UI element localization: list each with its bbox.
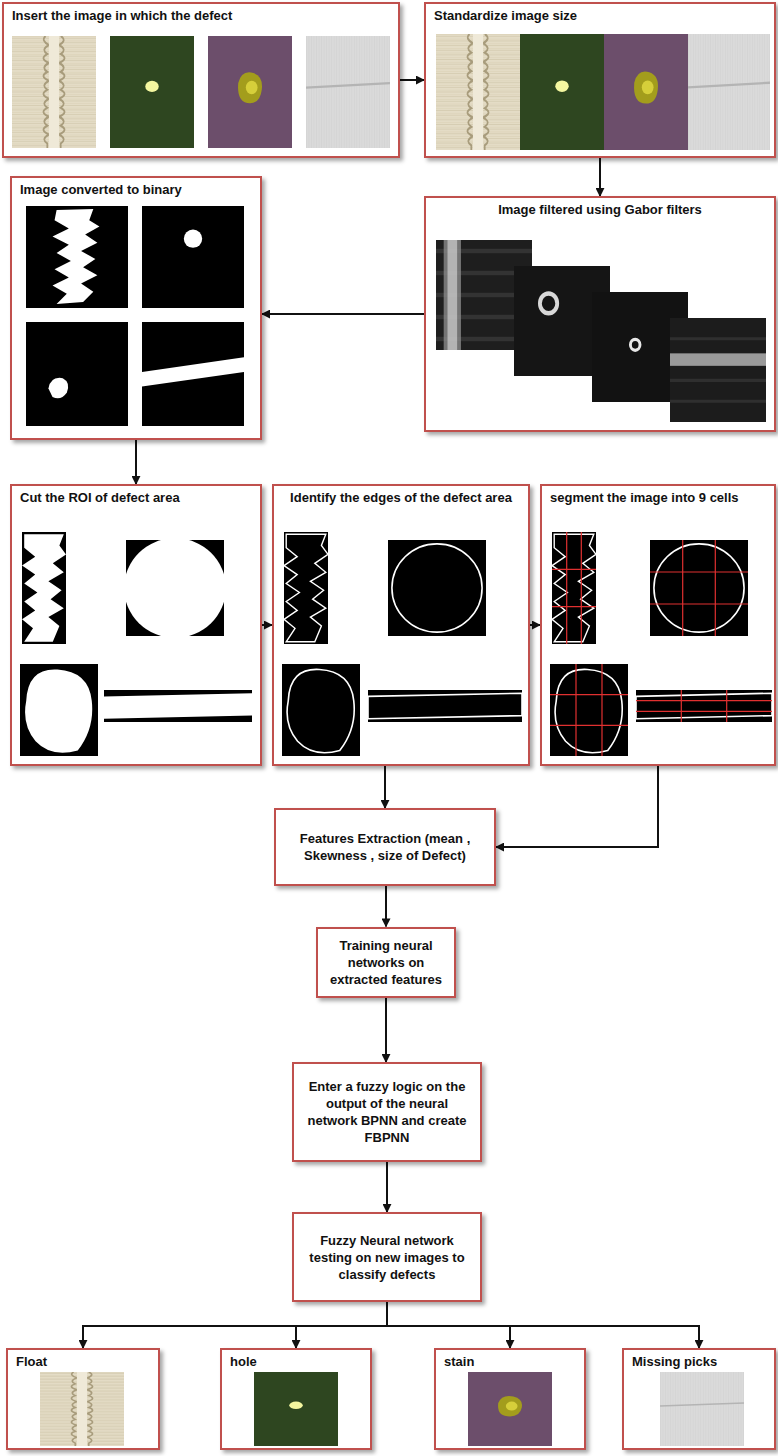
box-label: Identify the edges of the defect area [274, 486, 528, 509]
flow-arrow [296, 1302, 387, 1348]
flow-arrow [135, 440, 137, 484]
stain-thumbnail [208, 36, 292, 148]
hole-thumbnail [110, 36, 194, 148]
stage-panel: Missing picks [622, 1348, 776, 1450]
flow-arrow [83, 1302, 387, 1348]
box-label: Features Extraction (mean , Skewness , s… [276, 827, 494, 867]
flow-arrow [386, 1162, 388, 1212]
binary-image [26, 322, 128, 426]
roi-image [22, 532, 66, 644]
stain-thumbnail [468, 1372, 552, 1446]
missing-picks-thumbnail [660, 1372, 744, 1446]
float-thumbnail [40, 1372, 124, 1446]
flow-arrow [385, 998, 387, 1063]
segmented-image [550, 664, 628, 756]
box-label: Cut the ROI of defect area [12, 486, 260, 509]
box-label: Fuzzy Neural network testing on new imag… [294, 1229, 480, 1286]
box-label: Standardize image size [426, 4, 774, 27]
flow-arrow [400, 79, 424, 81]
grid-lines [550, 532, 772, 756]
flow-arrow [599, 158, 601, 196]
stage-panel: segment the image into 9 cells [540, 484, 776, 766]
stain-thumbnail [604, 34, 688, 150]
segmented-image [552, 532, 596, 644]
stage-panel: stain [434, 1348, 586, 1450]
stage-panel: Image converted to binary [10, 176, 262, 440]
stage-panel: Identify the edges of the defect area [272, 484, 530, 766]
box-label: hole [222, 1350, 370, 1373]
box-label: Image converted to binary [12, 178, 260, 201]
box-label: Image filtered using Gabor filters [426, 198, 774, 221]
binary-image [142, 322, 244, 426]
process-box: Training neural networks on extracted fe… [316, 927, 456, 998]
box-label: segment the image into 9 cells [542, 486, 774, 509]
box-label: Enter a fuzzy logic on the output of the… [294, 1075, 480, 1149]
box-label: Insert the image in which the defect [4, 4, 398, 27]
stage-panel: Float [6, 1348, 160, 1450]
box-label: Float [8, 1350, 158, 1373]
hole-thumbnail [254, 1372, 338, 1446]
process-box: Features Extraction (mean , Skewness , s… [274, 808, 496, 886]
process-box: Enter a fuzzy logic on the output of the… [292, 1062, 482, 1162]
edge-image [282, 664, 360, 756]
segmented-image [636, 690, 772, 722]
stage-panel: Insert the image in which the defect [2, 2, 400, 158]
stage-panel: Cut the ROI of defect area [10, 484, 262, 766]
flow-arrow [385, 886, 387, 927]
hole-thumbnail [520, 34, 604, 150]
flow-arrow [262, 313, 424, 315]
float-thumbnail [436, 34, 520, 150]
box-label: stain [436, 1350, 584, 1373]
box-label: Missing picks [624, 1350, 774, 1373]
roi-image [124, 538, 226, 638]
edge-image [388, 540, 486, 636]
stage-panel: Standardize image size [424, 2, 776, 158]
missing-picks-thumbnail [688, 34, 770, 150]
flow-arrow [384, 766, 386, 808]
float-thumbnail [12, 36, 96, 148]
roi-image [20, 664, 98, 756]
stage-panel: hole [220, 1348, 372, 1450]
flow-arrow [496, 766, 658, 847]
flow-arrow [262, 624, 272, 626]
gabor-image [670, 318, 766, 422]
edge-image [368, 690, 522, 722]
process-box: Fuzzy Neural network testing on new imag… [292, 1212, 482, 1302]
flow-arrow [530, 624, 540, 626]
binary-image [26, 206, 128, 308]
edge-image [284, 532, 328, 644]
box-label: Training neural networks on extracted fe… [318, 934, 454, 991]
missing-picks-thumbnail [306, 36, 390, 148]
roi-image [104, 690, 252, 722]
flow-arrow [387, 1302, 699, 1348]
segmented-image [650, 540, 748, 636]
stage-panel: Image filtered using Gabor filters [424, 196, 776, 432]
binary-image [142, 206, 244, 308]
